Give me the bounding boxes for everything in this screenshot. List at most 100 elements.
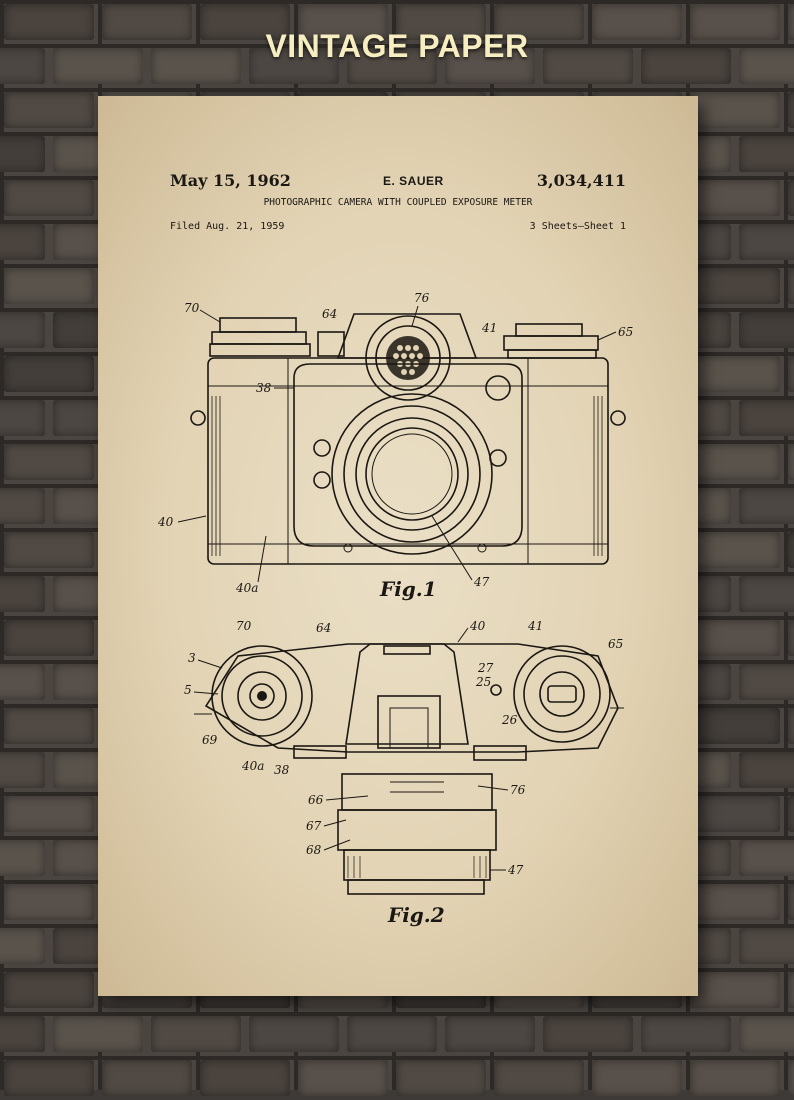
fig2-reference-numbers: 3 70 64 40 41 65 5 27 25 26 69 40a 38 66… xyxy=(184,619,623,927)
fig1-ref: 64 xyxy=(322,307,337,321)
brick-row xyxy=(0,1012,794,1056)
brick xyxy=(690,180,780,216)
fig2-ref: 64 xyxy=(316,621,331,635)
brick xyxy=(0,928,45,964)
brick xyxy=(788,708,794,744)
fig2-ref: 47 xyxy=(507,863,524,877)
fig1-ref: 70 xyxy=(184,301,200,315)
brick xyxy=(690,444,780,480)
brick xyxy=(788,180,794,216)
brick xyxy=(739,400,794,436)
fig2-ref: 41 xyxy=(527,619,543,633)
brick xyxy=(788,884,794,920)
brick xyxy=(0,488,45,524)
brick xyxy=(739,488,794,524)
fig2-ref: 26 xyxy=(501,713,518,727)
brick xyxy=(0,400,45,436)
brick xyxy=(788,532,794,568)
brick xyxy=(739,48,794,84)
brick xyxy=(200,4,290,40)
fig1-label: Fig.1 xyxy=(379,577,437,601)
brick xyxy=(739,664,794,700)
brick xyxy=(739,312,794,348)
brick xyxy=(788,92,794,128)
fig1-reference-numbers: 70 64 76 41 65 38 40 40a 47 Fig.1 xyxy=(157,291,633,601)
brick xyxy=(788,972,794,1008)
brick xyxy=(788,1060,794,1096)
brick xyxy=(690,972,780,1008)
fig2-ref: 65 xyxy=(608,637,623,651)
brick xyxy=(641,48,731,84)
brick xyxy=(592,4,682,40)
fig2-ref: 68 xyxy=(306,843,322,857)
brick xyxy=(494,1060,584,1096)
brick xyxy=(445,48,535,84)
brick xyxy=(543,1016,633,1052)
brick xyxy=(0,1016,45,1052)
brick xyxy=(739,1016,794,1052)
brick xyxy=(4,180,94,216)
brick xyxy=(690,620,780,656)
fig1-ref: 65 xyxy=(618,325,633,339)
brick-row xyxy=(0,0,794,44)
fig2-ref: 70 xyxy=(236,619,252,633)
fig2-ref: 66 xyxy=(308,793,324,807)
brick xyxy=(0,48,45,84)
fig1-ref: 40a xyxy=(235,581,258,595)
brick xyxy=(200,1060,290,1096)
brick xyxy=(739,576,794,612)
brick xyxy=(396,1060,486,1096)
brick xyxy=(690,92,780,128)
brick xyxy=(4,268,94,304)
fig2-ref: 25 xyxy=(475,675,491,689)
brick xyxy=(788,4,794,40)
brick xyxy=(151,48,241,84)
brick xyxy=(739,136,794,172)
brick xyxy=(151,1016,241,1052)
brick xyxy=(445,1016,535,1052)
fig2-ref: 3 xyxy=(188,651,196,665)
brick xyxy=(690,708,780,744)
fig2-ref: 76 xyxy=(510,783,526,797)
headline: VINTAGE PAPER xyxy=(265,28,529,64)
brick xyxy=(53,1016,143,1052)
brick xyxy=(739,928,794,964)
brick xyxy=(690,884,780,920)
patent-sheet: 3 Sheets—Sheet 1 xyxy=(529,221,626,232)
fig1-ref: 38 xyxy=(256,381,272,395)
fig2-ref: 40a xyxy=(241,759,264,773)
fig2-label: Fig.2 xyxy=(387,903,445,927)
brick xyxy=(0,752,45,788)
patent-title: PHOTOGRAPHIC CAMERA WITH COUPLED EXPOSUR… xyxy=(263,197,533,208)
brick xyxy=(690,4,780,40)
brick xyxy=(53,48,143,84)
brick xyxy=(0,840,45,876)
patent-filed: Filed Aug. 21, 1959 xyxy=(170,221,285,232)
brick xyxy=(690,796,780,832)
fig2-camera-top xyxy=(194,643,624,895)
fig2-ref: 67 xyxy=(306,819,322,833)
brick xyxy=(4,444,94,480)
brick xyxy=(249,48,339,84)
brick xyxy=(102,4,192,40)
fig2-ref: 38 xyxy=(274,763,290,777)
brick xyxy=(0,224,45,260)
fig2-ref: 5 xyxy=(184,683,192,697)
brick xyxy=(4,1060,94,1096)
brick xyxy=(788,620,794,656)
brick xyxy=(543,48,633,84)
brick xyxy=(788,444,794,480)
fig1-ref: 40 xyxy=(157,515,174,529)
brick xyxy=(4,532,94,568)
brick xyxy=(0,312,45,348)
brick xyxy=(690,1060,780,1096)
brick xyxy=(4,884,94,920)
brick xyxy=(347,1016,437,1052)
brick xyxy=(396,4,486,40)
fig1-camera-front xyxy=(190,313,626,565)
patent-number: 3,034,411 xyxy=(536,171,626,190)
brick-row xyxy=(0,1056,794,1100)
fig1-ref: 41 xyxy=(481,321,497,335)
brick xyxy=(739,840,794,876)
brick xyxy=(4,92,94,128)
